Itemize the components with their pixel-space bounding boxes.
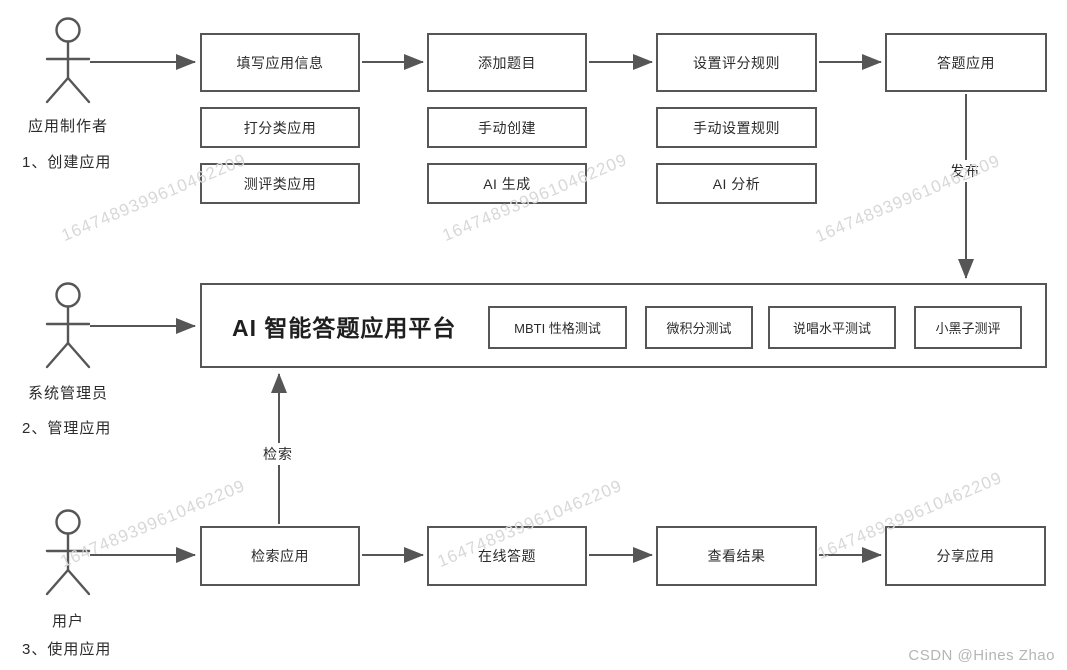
person-icon [40,16,96,111]
actor-step-label: 1、创建应用 [22,154,112,171]
person-icon [40,281,96,376]
app-box-rap-test: 说唱水平测试 [768,306,896,349]
option-box-ai-analysis: AI 分析 [656,163,817,204]
step-box-share-app: 分享应用 [885,526,1046,586]
actor-step-label: 2、管理应用 [22,420,112,437]
publish-arrow-label: 发布 [946,160,984,182]
option-box-manual-rules: 手动设置规则 [656,107,817,148]
actor-step-label: 3、使用应用 [22,641,112,658]
app-box-xiaoheizi-test: 小黑子测评 [914,306,1022,349]
platform-box: AI 智能答题应用平台 MBTI 性格测试 微积分测试 说唱水平测试 小黑子测评 [200,283,1047,368]
app-box-calculus-test: 微积分测试 [645,306,753,349]
step-box-answer-online: 在线答题 [427,526,587,586]
option-box-ai-generate: AI 生成 [427,163,587,204]
person-icon [40,508,96,603]
app-box-mbti-test: MBTI 性格测试 [488,306,627,349]
actor-name: 用户 [51,613,84,630]
option-box-evaluation-app: 测评类应用 [200,163,360,204]
platform-title: AI 智能答题应用平台 [232,314,457,341]
option-box-manual-create: 手动创建 [427,107,587,148]
step-box-quiz-app: 答题应用 [885,33,1047,92]
option-box-scoring-app: 打分类应用 [200,107,360,148]
step-box-view-results: 查看结果 [656,526,817,586]
actor-name: 应用制作者 [27,118,108,135]
csdn-credit: CSDN @Hines Zhao [908,647,1055,664]
step-box-add-questions: 添加题目 [427,33,587,92]
search-arrow-label: 检索 [259,443,297,465]
step-box-set-scoring-rules: 设置评分规则 [656,33,817,92]
step-box-search-app: 检索应用 [200,526,360,586]
step-box-fill-app-info: 填写应用信息 [200,33,360,92]
actor-name: 系统管理员 [27,385,108,402]
